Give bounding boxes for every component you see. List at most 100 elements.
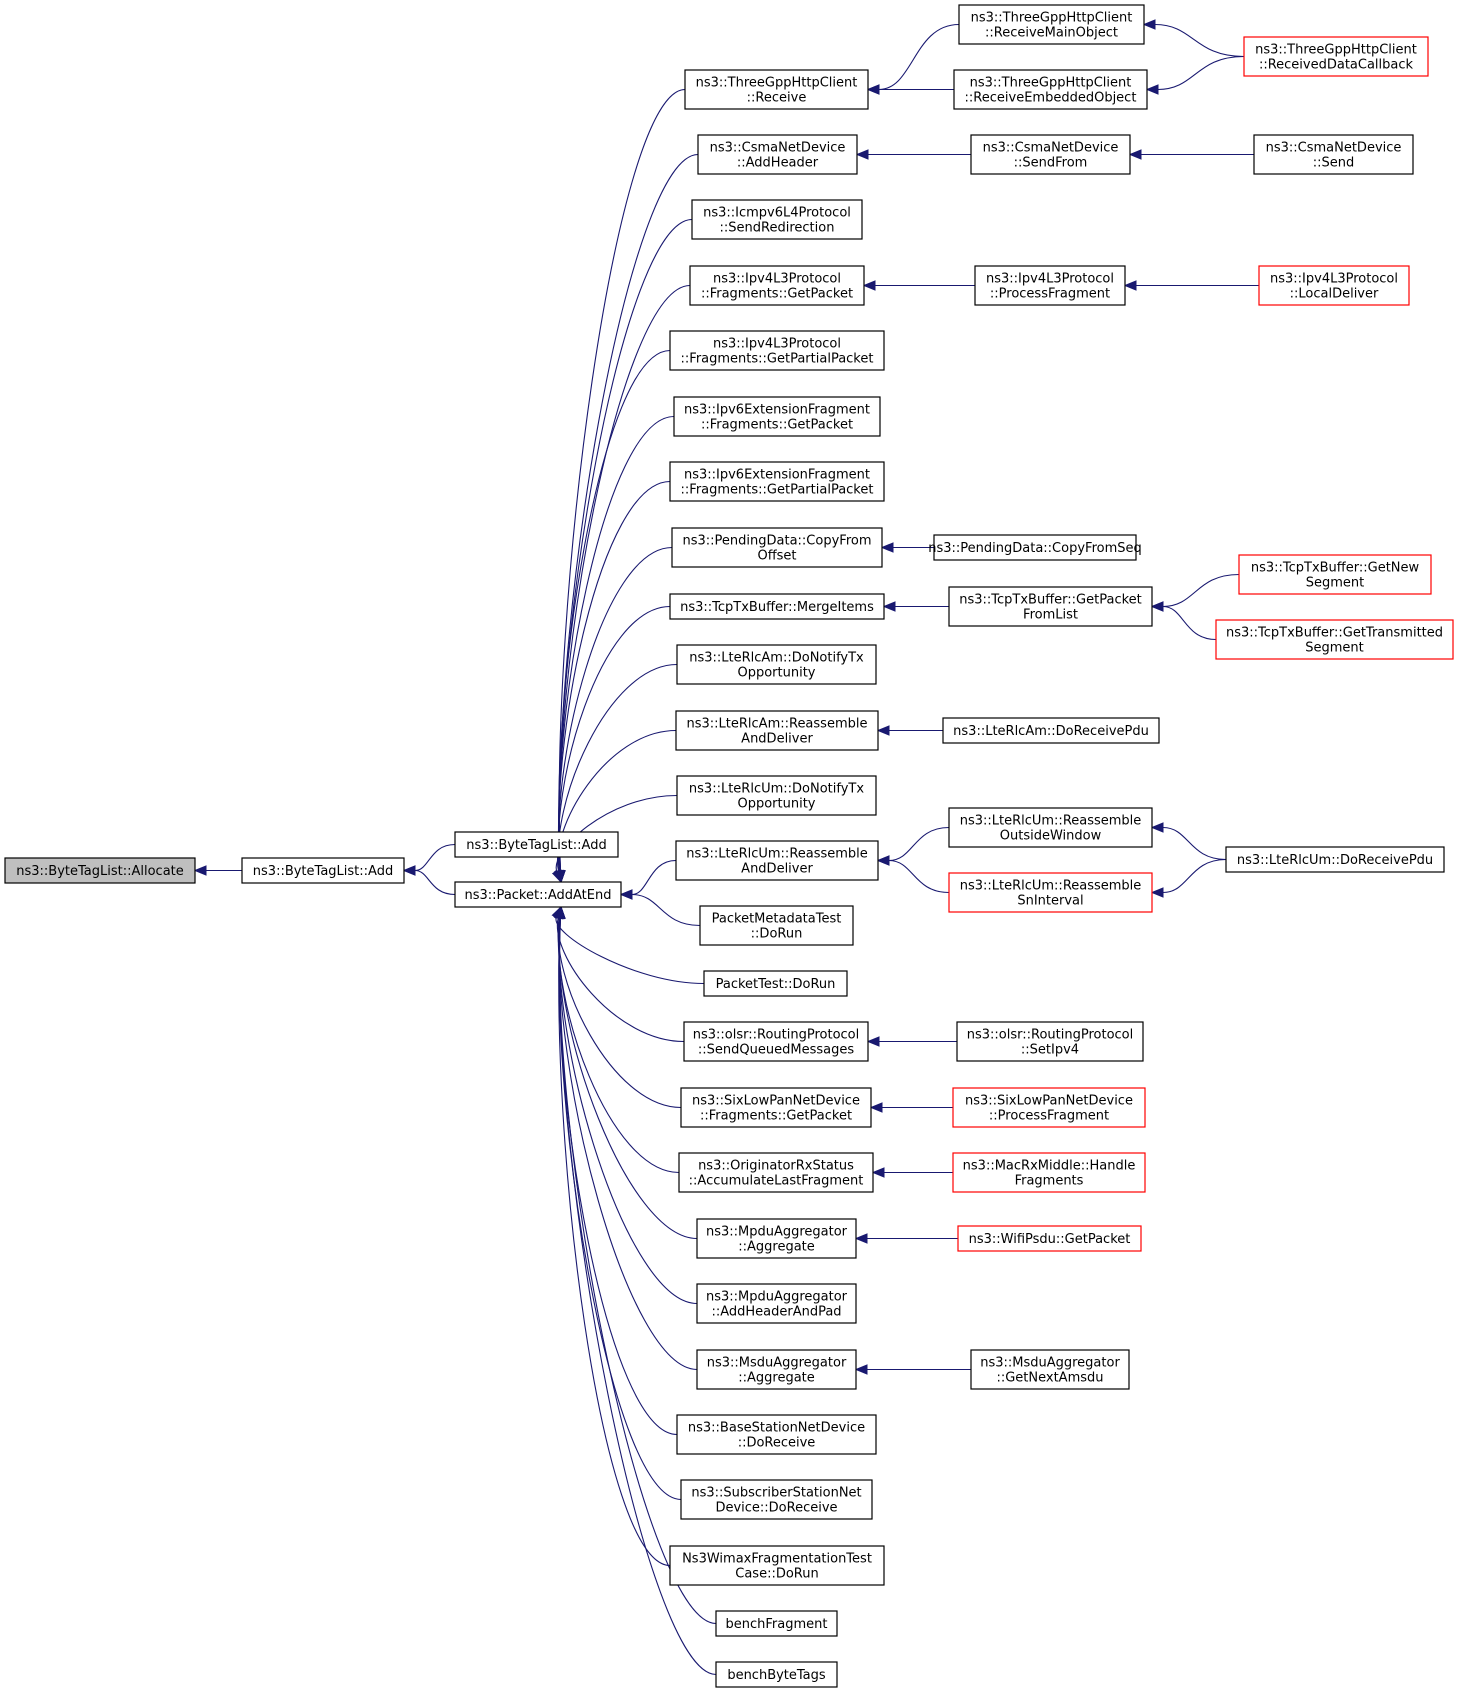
node-box-bench_bt[interactable] [715, 1661, 838, 1688]
node-box-pmt[interactable] [699, 905, 854, 946]
node-box-csma_addh[interactable] [697, 134, 858, 175]
node-icmp_red[interactable]: ns3::Icmpv6L4Protocol::SendRedirection [691, 199, 863, 240]
node-box-csma_sf[interactable] [970, 134, 1131, 175]
node-mpdu_agg[interactable]: ns3::MpduAggregator::Aggregate [696, 1218, 857, 1259]
node-box-olsr_si[interactable] [956, 1021, 1144, 1062]
node-csma_send[interactable]: ns3::CsmaNetDevice::Send [1253, 134, 1414, 175]
node-box-wimax_tc[interactable] [669, 1545, 885, 1586]
node-box-btl_add[interactable] [241, 857, 405, 884]
node-box-tcp_gns[interactable] [1238, 554, 1432, 595]
node-http_recv[interactable]: ns3::ThreeGppHttpClient::Receive [684, 69, 869, 110]
node-csma_sf[interactable]: ns3::CsmaNetDevice::SendFrom [970, 134, 1131, 175]
node-btl_add[interactable]: ns3::ByteTagList::Add [241, 857, 405, 884]
node-slp_gp[interactable]: ns3::SixLowPanNetDevice::Fragments::GetP… [680, 1087, 872, 1128]
node-box-um_rad[interactable] [675, 840, 879, 881]
node-box-wifi_gp[interactable] [957, 1225, 1142, 1252]
node-box-um_rsi[interactable] [948, 872, 1153, 913]
node-pd_cfs[interactable]: ns3::PendingData::CopyFromSeq [928, 534, 1142, 561]
node-box-bs_dr[interactable] [676, 1414, 877, 1455]
node-box-ip6_gp[interactable] [673, 396, 881, 437]
node-msdu_gna[interactable]: ns3::MsduAggregator::GetNextAmsdu [970, 1349, 1130, 1390]
node-box-mrm_hf[interactable] [952, 1152, 1146, 1193]
node-http_cb[interactable]: ns3::ThreeGppHttpClient::ReceivedDataCal… [1243, 36, 1429, 77]
node-box-ip4_gp[interactable] [689, 265, 865, 306]
node-olsr_sqm[interactable]: ns3::olsr::RoutingProtocol::SendQueuedMe… [683, 1021, 869, 1062]
node-box-tcp_gts[interactable] [1215, 619, 1454, 660]
node-box-um_dntx[interactable] [676, 775, 877, 816]
node-box-am_drp[interactable] [942, 717, 1160, 744]
arrowhead-tcp_gts-to-tcp_gpfl [1150, 601, 1164, 612]
node-box-olsr_sqm[interactable] [683, 1021, 869, 1062]
node-box-btl_add2[interactable] [454, 831, 619, 858]
node-box-msdu_agg[interactable] [696, 1349, 857, 1390]
node-box-http_main[interactable] [958, 4, 1145, 45]
node-ip4_gp[interactable]: ns3::Ipv4L3Protocol::Fragments::GetPacke… [689, 265, 865, 306]
node-box-pt[interactable] [703, 970, 848, 997]
node-btl_add2[interactable]: ns3::ByteTagList::Add [454, 831, 619, 858]
node-box-slp_gp[interactable] [680, 1087, 872, 1128]
node-box-am_dntx[interactable] [676, 644, 877, 685]
node-box-addatend[interactable] [454, 881, 622, 908]
node-mpdu_ahp[interactable]: ns3::MpduAggregator::AddHeaderAndPad [696, 1283, 857, 1324]
node-bench_bt[interactable]: benchByteTags [715, 1661, 838, 1688]
node-wifi_gp[interactable]: ns3::WifiPsdu::GetPacket [957, 1225, 1142, 1252]
node-box-bench_frag[interactable] [715, 1610, 838, 1637]
node-box-csma_send[interactable] [1253, 134, 1414, 175]
node-slp_pf[interactable]: ns3::SixLowPanNetDevice::ProcessFragment [952, 1087, 1146, 1128]
node-addatend[interactable]: ns3::Packet::AddAtEnd [454, 881, 622, 908]
node-box-mpdu_ahp[interactable] [696, 1283, 857, 1324]
node-ip6_gp[interactable]: ns3::Ipv6ExtensionFragment::Fragments::G… [673, 396, 881, 437]
node-csma_addh[interactable]: ns3::CsmaNetDevice::AddHeader [697, 134, 858, 175]
node-box-pd_cfo[interactable] [671, 527, 883, 568]
node-olsr_si[interactable]: ns3::olsr::RoutingProtocol::SetIpv4 [956, 1021, 1144, 1062]
node-bs_dr[interactable]: ns3::BaseStationNetDevice::DoReceive [676, 1414, 877, 1455]
node-box-ip4_ld[interactable] [1258, 265, 1410, 306]
node-orx_alf[interactable]: ns3::OriginatorRxStatus::AccumulateLastF… [678, 1152, 874, 1193]
node-box-icmp_red[interactable] [691, 199, 863, 240]
node-msdu_agg[interactable]: ns3::MsduAggregator::Aggregate [696, 1349, 857, 1390]
node-tcp_mi[interactable]: ns3::TcpTxBuffer::MergeItems [669, 593, 885, 620]
node-um_drp[interactable]: ns3::LteRlcUm::DoReceivePdu [1225, 846, 1445, 873]
node-box-ip4_pf[interactable] [974, 265, 1126, 306]
node-box-ss_dr[interactable] [680, 1479, 873, 1520]
node-box-slp_pf[interactable] [952, 1087, 1146, 1128]
node-ip4_gpp[interactable]: ns3::Ipv4L3Protocol::Fragments::GetParti… [669, 330, 885, 371]
node-ip6_gpp[interactable]: ns3::Ipv6ExtensionFragment::Fragments::G… [669, 461, 885, 502]
node-box-um_drp[interactable] [1225, 846, 1445, 873]
node-box-http_recv[interactable] [684, 69, 869, 110]
node-ss_dr[interactable]: ns3::SubscriberStationNetDevice::DoRecei… [680, 1479, 873, 1520]
node-box-mpdu_agg[interactable] [696, 1218, 857, 1259]
node-box-tcp_gpfl[interactable] [948, 586, 1153, 627]
node-box-ip4_gpp[interactable] [669, 330, 885, 371]
node-box-ip6_gpp[interactable] [669, 461, 885, 502]
node-box-orx_alf[interactable] [678, 1152, 874, 1193]
node-box-tcp_mi[interactable] [669, 593, 885, 620]
node-box-pd_cfs[interactable] [933, 534, 1137, 561]
node-box-http_emb[interactable] [953, 69, 1148, 110]
node-box-http_cb[interactable] [1243, 36, 1429, 77]
node-ip4_ld[interactable]: ns3::Ipv4L3Protocol::LocalDeliver [1258, 265, 1410, 306]
node-box-am_rad[interactable] [675, 710, 879, 751]
node-pt[interactable]: PacketTest::DoRun [703, 970, 848, 997]
node-http_emb[interactable]: ns3::ThreeGppHttpClient::ReceiveEmbedded… [953, 69, 1148, 110]
edge-orx_alf-to-addatend [557, 917, 680, 1174]
node-http_main[interactable]: ns3::ThreeGppHttpClient::ReceiveMainObje… [958, 4, 1145, 45]
node-box-msdu_gna[interactable] [970, 1349, 1130, 1390]
node-bench_frag[interactable]: benchFragment [715, 1610, 838, 1637]
node-am_drp[interactable]: ns3::LteRlcAm::DoReceivePdu [942, 717, 1160, 744]
node-ip4_pf[interactable]: ns3::Ipv4L3Protocol::ProcessFragment [974, 265, 1126, 306]
node-pmt[interactable]: PacketMetadataTest::DoRun [699, 905, 854, 946]
node-box-um_row[interactable] [948, 807, 1153, 848]
